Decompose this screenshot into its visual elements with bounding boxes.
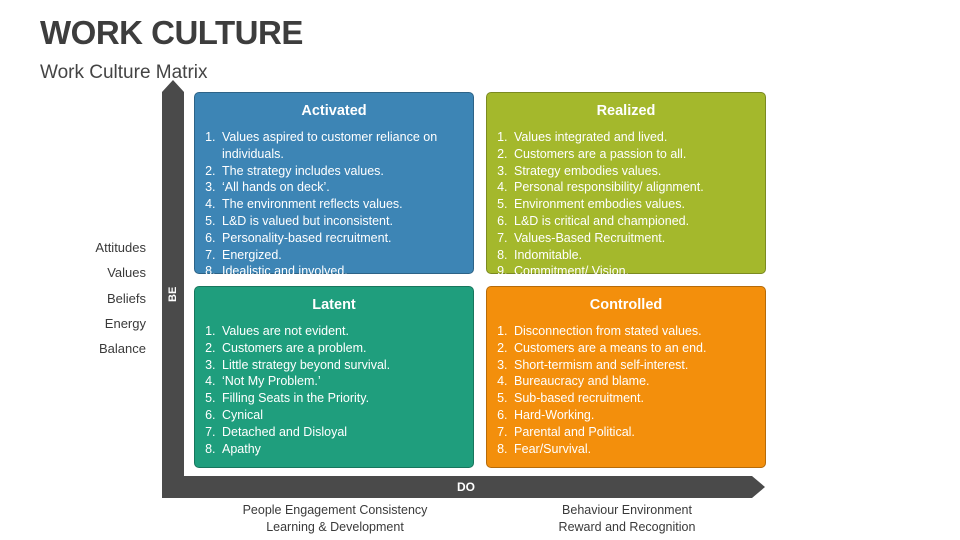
list-item: Short-termism and self-interest. — [511, 357, 755, 374]
list-item: Values aspired to customer reliance on i… — [219, 129, 463, 163]
quadrant-latent: Latent Values are not evident. Customers… — [194, 286, 474, 468]
be-item: Values — [107, 265, 146, 281]
list-item: The environment reflects values. — [219, 196, 463, 213]
do-left-caption: People Engagement Consistency Learning &… — [194, 502, 476, 536]
quadrant-controlled: Controlled Disconnection from stated val… — [486, 286, 766, 468]
list-item: Values integrated and lived. — [511, 129, 755, 146]
do-right-line: Reward and Recognition — [558, 520, 696, 534]
do-right-line: Behaviour Environment — [562, 503, 692, 517]
list-item: Personality-based recruitment. — [219, 230, 463, 247]
list-item: L&D is critical and championed. — [511, 213, 755, 230]
list-item: Environment embodies values. — [511, 196, 755, 213]
list-item: Filling Seats in the Priority. — [219, 390, 463, 407]
list-item: Indomitable. — [511, 247, 755, 264]
list-item: Cynical — [219, 407, 463, 424]
be-items-list: Attitudes Values Beliefs Energy Balance — [60, 238, 146, 364]
y-axis-arrowhead — [162, 80, 184, 92]
list-item: Hard-Working. — [511, 407, 755, 424]
quadrant-list: Disconnection from stated values. Custom… — [487, 323, 765, 457]
y-axis-bar — [162, 92, 184, 498]
list-item: Customers are a passion to all. — [511, 146, 755, 163]
x-axis-label: DO — [457, 480, 475, 494]
quadrant-title: Realized — [596, 103, 656, 119]
be-item: Balance — [99, 341, 146, 357]
x-axis-arrowhead — [752, 476, 765, 498]
list-item: L&D is valued but inconsistent. — [219, 213, 463, 230]
quadrant-title: Controlled — [589, 297, 663, 313]
list-item: Detached and Disloyal — [219, 424, 463, 441]
list-item: Bureaucracy and blame. — [511, 373, 755, 390]
list-item: Disconnection from stated values. — [511, 323, 755, 340]
quadrant-realized: Realized Values integrated and lived. Cu… — [486, 92, 766, 278]
list-item: Parental and Political. — [511, 424, 755, 441]
do-right-caption: Behaviour Environment Reward and Recogni… — [486, 502, 768, 536]
list-item: Fear/Survival. — [511, 441, 755, 458]
list-item: Values are not evident. — [219, 323, 463, 340]
list-item: Personal responsibility/ alignment. — [511, 179, 755, 196]
list-item: Sub-based recruitment. — [511, 390, 755, 407]
be-item: Energy — [104, 315, 146, 331]
quadrant-list: Values aspired to customer reliance on i… — [195, 129, 473, 280]
list-item: Commitment/ Vision. — [511, 263, 755, 280]
do-left-line: People Engagement Consistency — [242, 503, 428, 517]
quadrant-title: Activated — [301, 103, 367, 119]
list-item: Customers are a means to an end. — [511, 340, 755, 357]
list-item: Apathy — [219, 441, 463, 458]
list-item: Customers are a problem. — [219, 340, 463, 357]
x-axis-bar — [162, 476, 752, 498]
list-item: Strategy embodies values. — [511, 163, 755, 180]
list-item: Idealistic and involved. — [219, 263, 463, 280]
do-left-line: Learning & Development — [266, 520, 404, 534]
quadrant-title: Latent — [312, 297, 356, 313]
list-item: Values-Based Recruitment. — [511, 230, 755, 247]
y-axis-label: BE — [167, 286, 179, 302]
list-item: ‘Not My Problem.’ — [219, 373, 463, 390]
page-subtitle: Work Culture Matrix — [40, 62, 208, 83]
list-item: Energized. — [219, 247, 463, 264]
list-item: ‘All hands on deck’. — [219, 179, 463, 196]
quadrant-list: Values are not evident. Customers are a … — [195, 323, 473, 457]
quadrant-activated: Activated Values aspired to customer rel… — [194, 92, 474, 278]
list-item: The strategy includes values. — [219, 163, 463, 180]
be-item: Beliefs — [106, 290, 146, 306]
list-item: Little strategy beyond survival. — [219, 357, 463, 374]
be-item: Attitudes — [95, 240, 146, 255]
page-title: WORK CULTURE — [40, 14, 303, 51]
quadrant-list: Values integrated and lived. Customers a… — [487, 129, 765, 280]
